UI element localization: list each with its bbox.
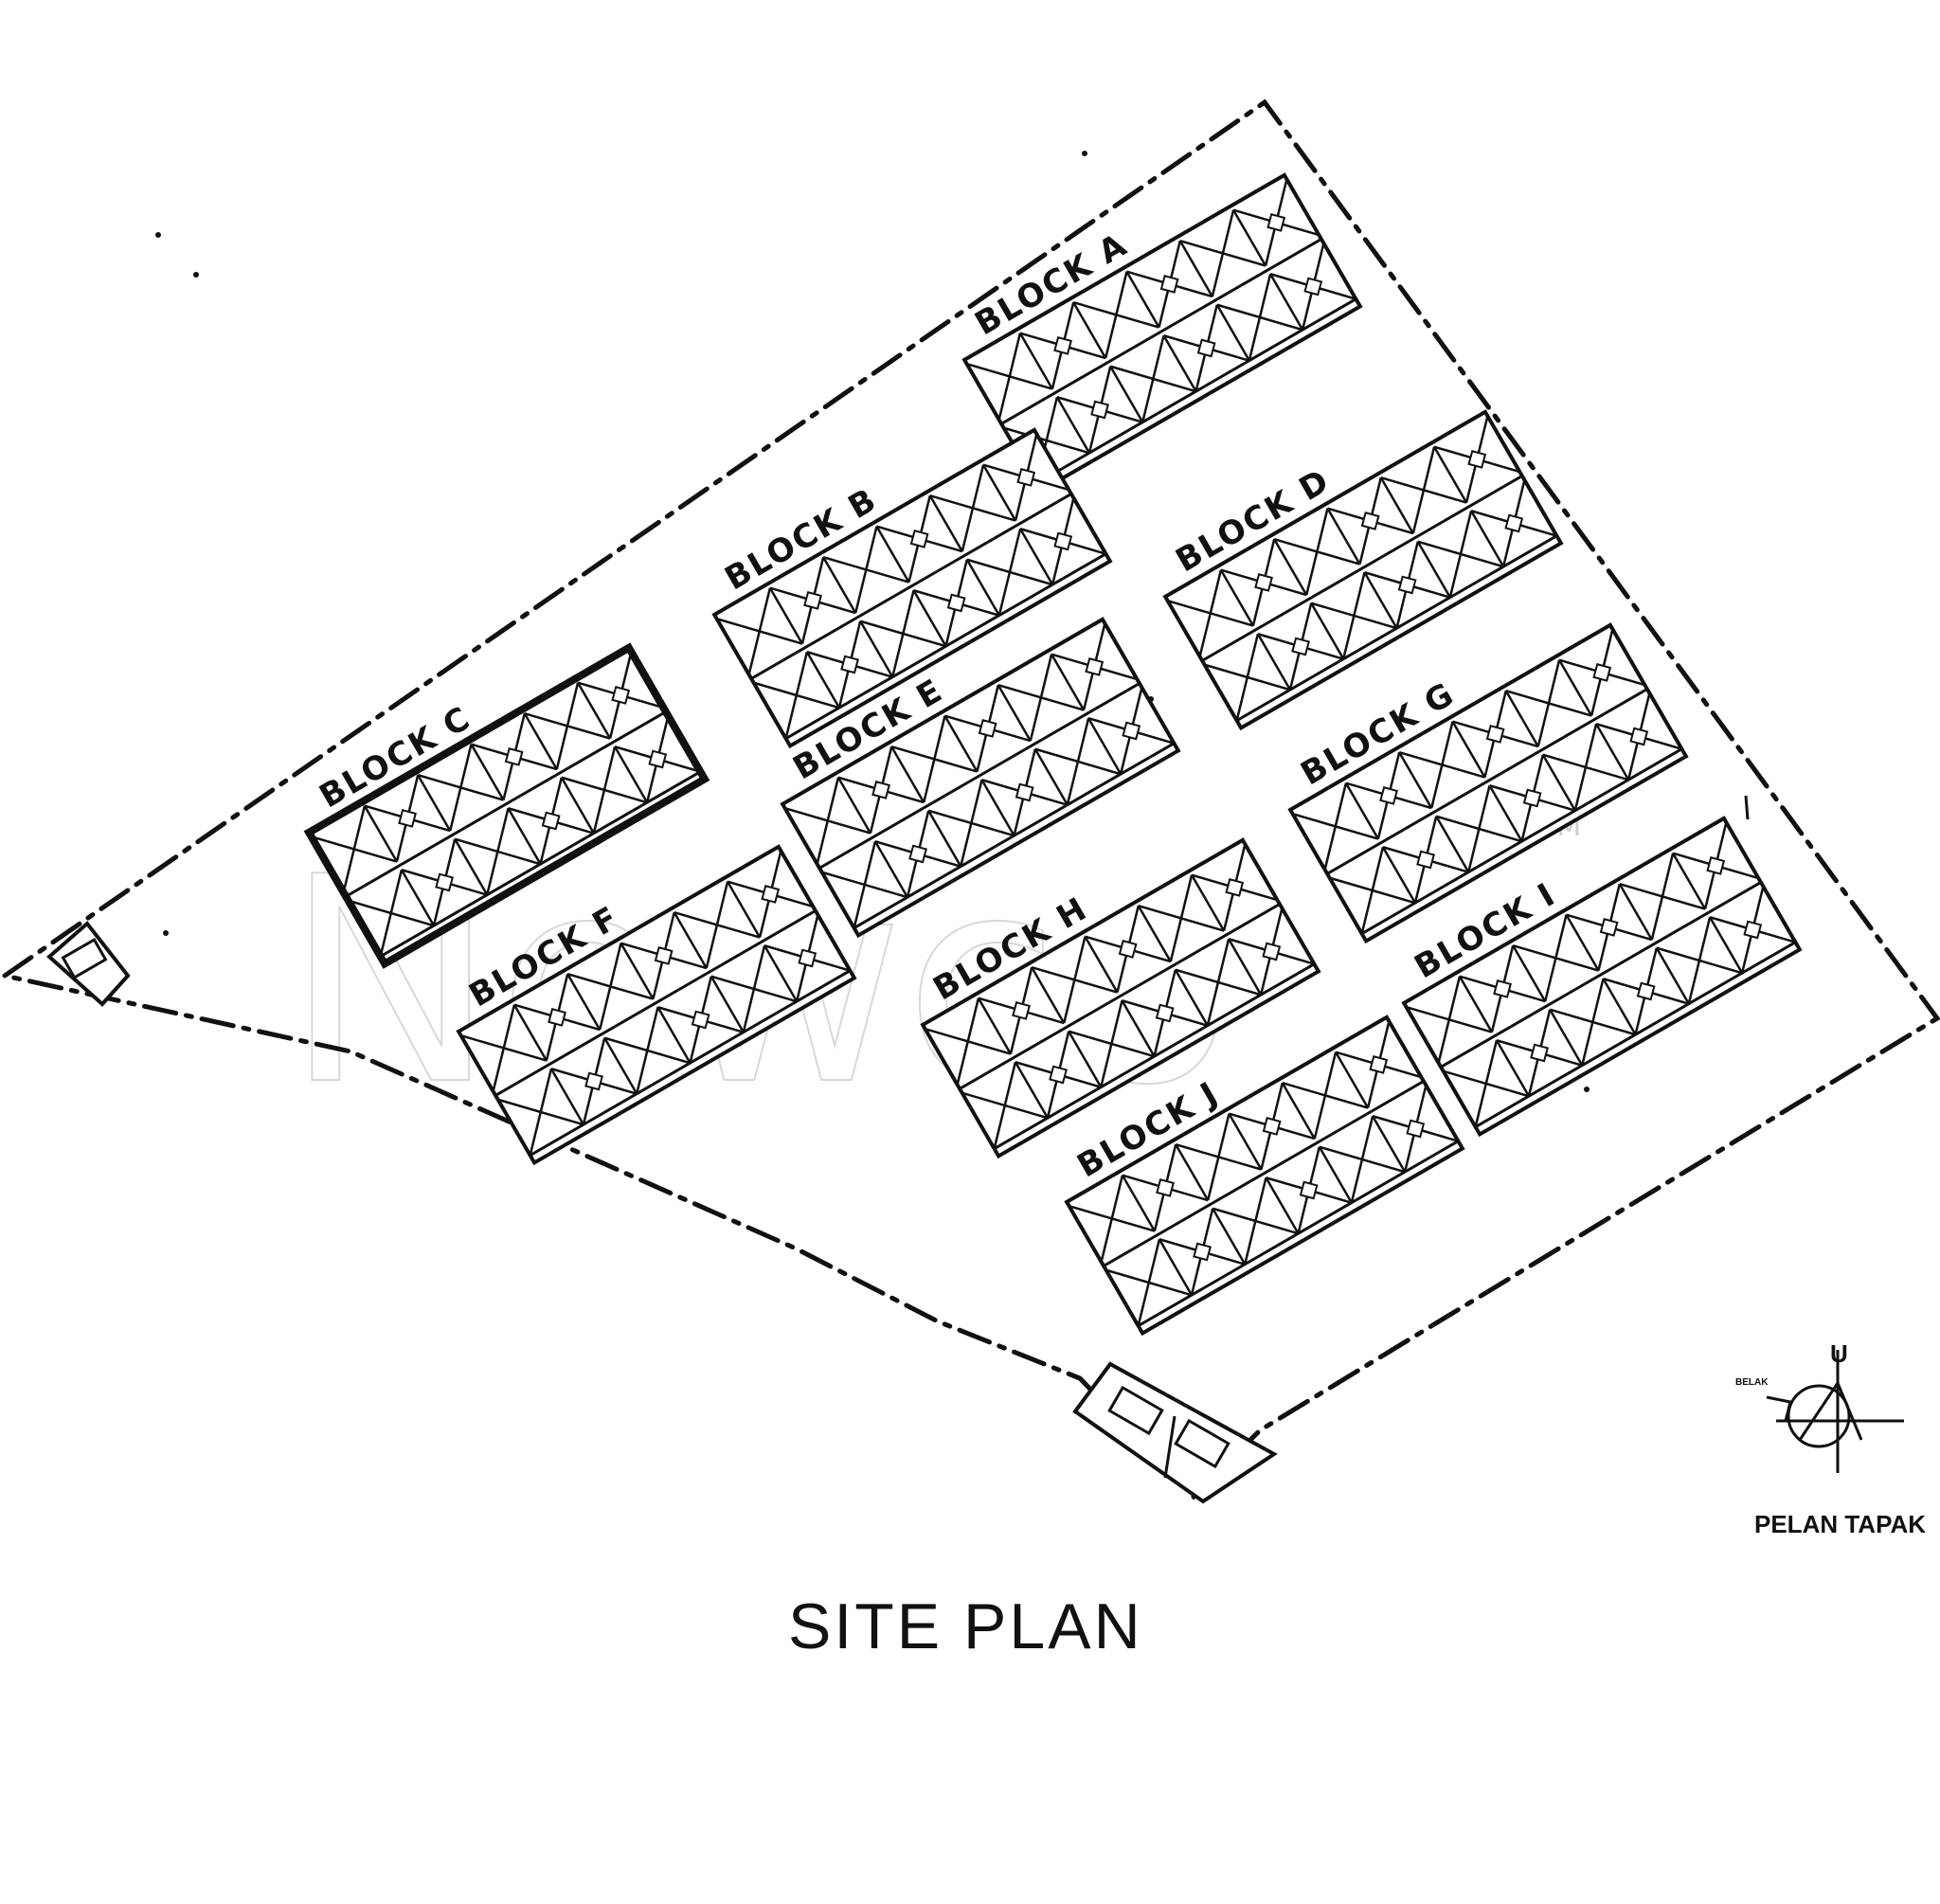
block-b: BLOCK B <box>711 427 1113 749</box>
block-i: BLOCK I <box>1401 816 1803 1138</box>
survey-marks <box>155 151 1750 1092</box>
block-i-outline <box>1401 816 1803 1138</box>
block-a-outline <box>961 172 1363 494</box>
guard-house-west <box>45 921 131 1007</box>
block-f-outline <box>456 844 857 1166</box>
block-h-outline <box>920 837 1321 1159</box>
west-mark: BELAK <box>1735 1377 1769 1388</box>
site-boundary <box>2 99 1940 1500</box>
block-c-outline <box>303 642 710 969</box>
north-mark: U <box>1830 1339 1848 1368</box>
block-d: BLOCK D <box>1162 409 1564 731</box>
guard-house-south <box>1072 1361 1278 1504</box>
legend-label: PELAN TAPAK <box>1754 1510 1926 1538</box>
block-d-outline <box>1162 409 1564 731</box>
block-j-outline <box>1064 1015 1465 1337</box>
block-a: BLOCK A <box>961 172 1363 494</box>
block-b-outline <box>711 427 1113 749</box>
north-arrow-icon: U BELAK <box>1735 1339 1904 1473</box>
block-e-outline <box>780 617 1181 939</box>
block-h: BLOCK H <box>920 837 1321 1159</box>
page-title: SITE PLAN <box>788 1590 1143 1662</box>
block-g-outline <box>1287 622 1689 944</box>
